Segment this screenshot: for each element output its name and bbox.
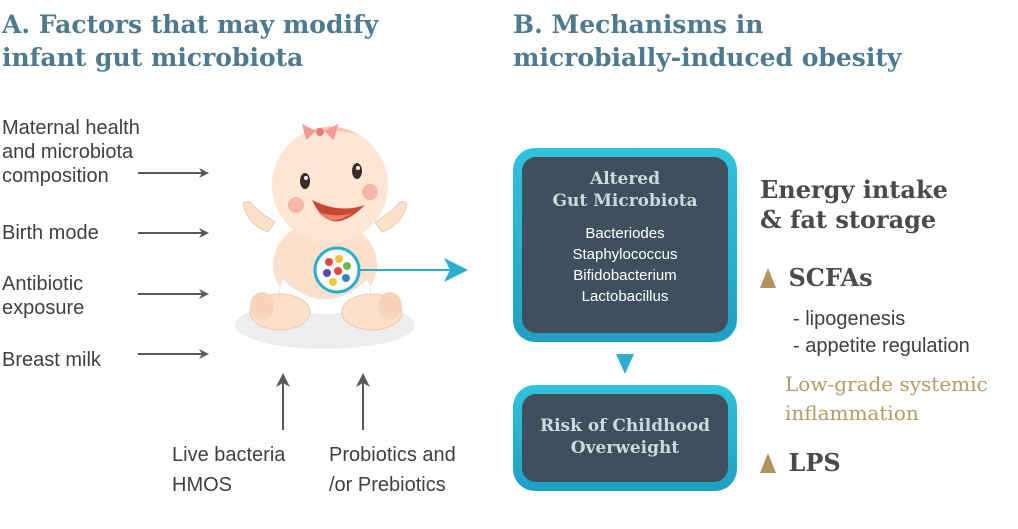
- scfa-label: SCFAs: [788, 263, 873, 292]
- microbe-item: Staphylococcus: [572, 246, 678, 263]
- support-probiotics: Probiotics and /or Prebiotics: [329, 444, 456, 496]
- risk-box-title: Risk of Childhood Overweight: [539, 416, 711, 458]
- microbe-item: Bifidobacterium: [573, 267, 677, 284]
- panel-b-title: B. Mechanisms in microbially-induced obe…: [513, 10, 902, 72]
- support-live-bacteria: Live bacteria HMOS: [172, 444, 286, 496]
- factor-antibiotic-exposure: Antibiotic exposure: [2, 273, 85, 319]
- panel-a-title: A. Factors that may modify infant gut mi…: [2, 10, 379, 72]
- factor-birth-mode: Birth mode: [2, 222, 99, 244]
- microbe-list: Bacteriodes Staphylococcus Bifidobacteri…: [522, 223, 728, 307]
- energy-intake-heading: Energy intake & fat storage: [760, 175, 948, 234]
- baby-illustration: [235, 124, 415, 349]
- microbiota-box-title: Altered Gut Microbiota: [552, 169, 698, 211]
- microbiota-link-arrowhead: [444, 258, 468, 282]
- lps-label: LPS: [788, 448, 841, 477]
- scfa-effect-appetite: - appetite regulation: [793, 335, 970, 357]
- scfa-row: SCFAs: [760, 263, 873, 293]
- increase-icon: [760, 268, 776, 288]
- scfa-effect-lipogenesis: - lipogenesis: [793, 308, 906, 330]
- risk-box-inner: Risk of Childhood Overweight: [522, 394, 728, 482]
- increase-icon: [760, 453, 776, 473]
- microbiota-box: Altered Gut Microbiota Bacteriodes Staph…: [513, 148, 737, 342]
- lps-row: LPS: [760, 448, 841, 478]
- factor-breast-milk: Breast milk: [2, 349, 101, 371]
- factor-maternal-health: Maternal health and microbiota compositi…: [2, 117, 140, 187]
- microbiota-box-inner: Altered Gut Microbiota Bacteriodes Staph…: [522, 157, 728, 333]
- microbe-item: Lactobacillus: [581, 288, 669, 305]
- risk-box: Risk of Childhood Overweight: [513, 385, 737, 491]
- box-link-arrow: [616, 354, 634, 374]
- inflammation-label: Low-grade systemic inflammation: [785, 372, 988, 425]
- microbe-item: Bacteriodes: [585, 225, 665, 242]
